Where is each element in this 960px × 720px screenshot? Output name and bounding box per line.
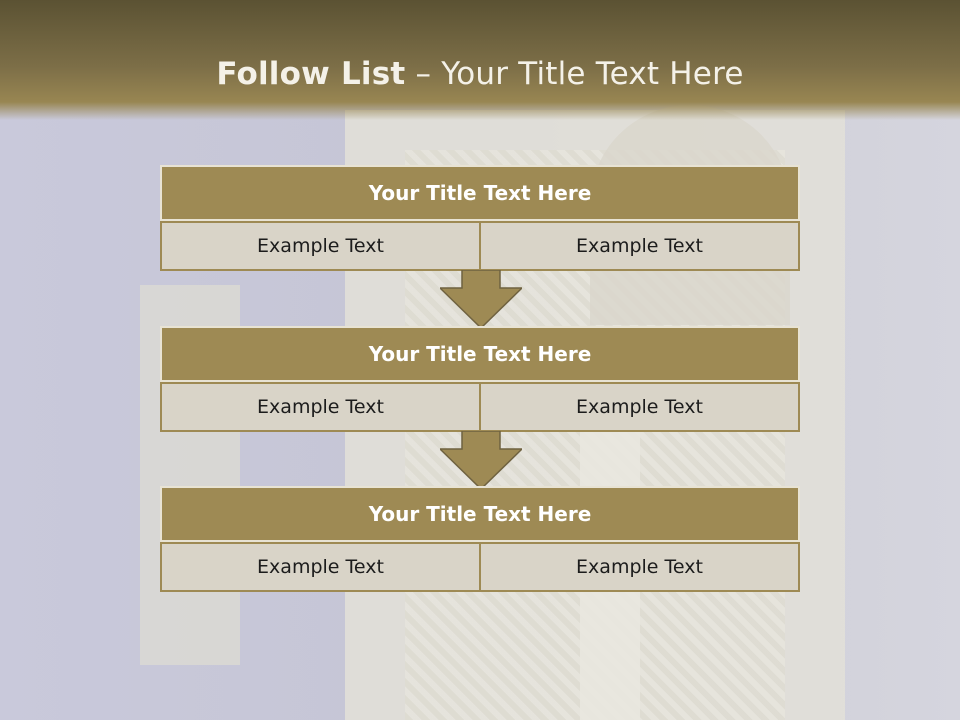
step-cell-right: Example Text xyxy=(481,382,800,432)
step-box-2: Your Title Text Here Example Text Exampl… xyxy=(160,326,800,432)
step-box-1: Your Title Text Here Example Text Exampl… xyxy=(160,165,800,271)
step-cell-right: Example Text xyxy=(481,542,800,592)
down-arrow-icon xyxy=(440,270,522,328)
slide-title-rest: – Your Title Text Here xyxy=(405,56,744,92)
step-box-3: Your Title Text Here Example Text Exampl… xyxy=(160,486,800,592)
slide-title: Follow List – Your Title Text Here xyxy=(0,56,960,92)
step-row: Example Text Example Text xyxy=(160,542,800,592)
title-bar xyxy=(0,0,960,120)
slide-title-bold: Follow List xyxy=(216,56,406,92)
step-title: Your Title Text Here xyxy=(160,486,800,542)
step-cell-left: Example Text xyxy=(160,382,481,432)
step-row: Example Text Example Text xyxy=(160,221,800,271)
down-arrow-icon xyxy=(440,431,522,489)
step-cell-right: Example Text xyxy=(481,221,800,271)
step-cell-left: Example Text xyxy=(160,542,481,592)
step-title: Your Title Text Here xyxy=(160,165,800,221)
step-row: Example Text Example Text xyxy=(160,382,800,432)
step-cell-left: Example Text xyxy=(160,221,481,271)
step-title: Your Title Text Here xyxy=(160,326,800,382)
